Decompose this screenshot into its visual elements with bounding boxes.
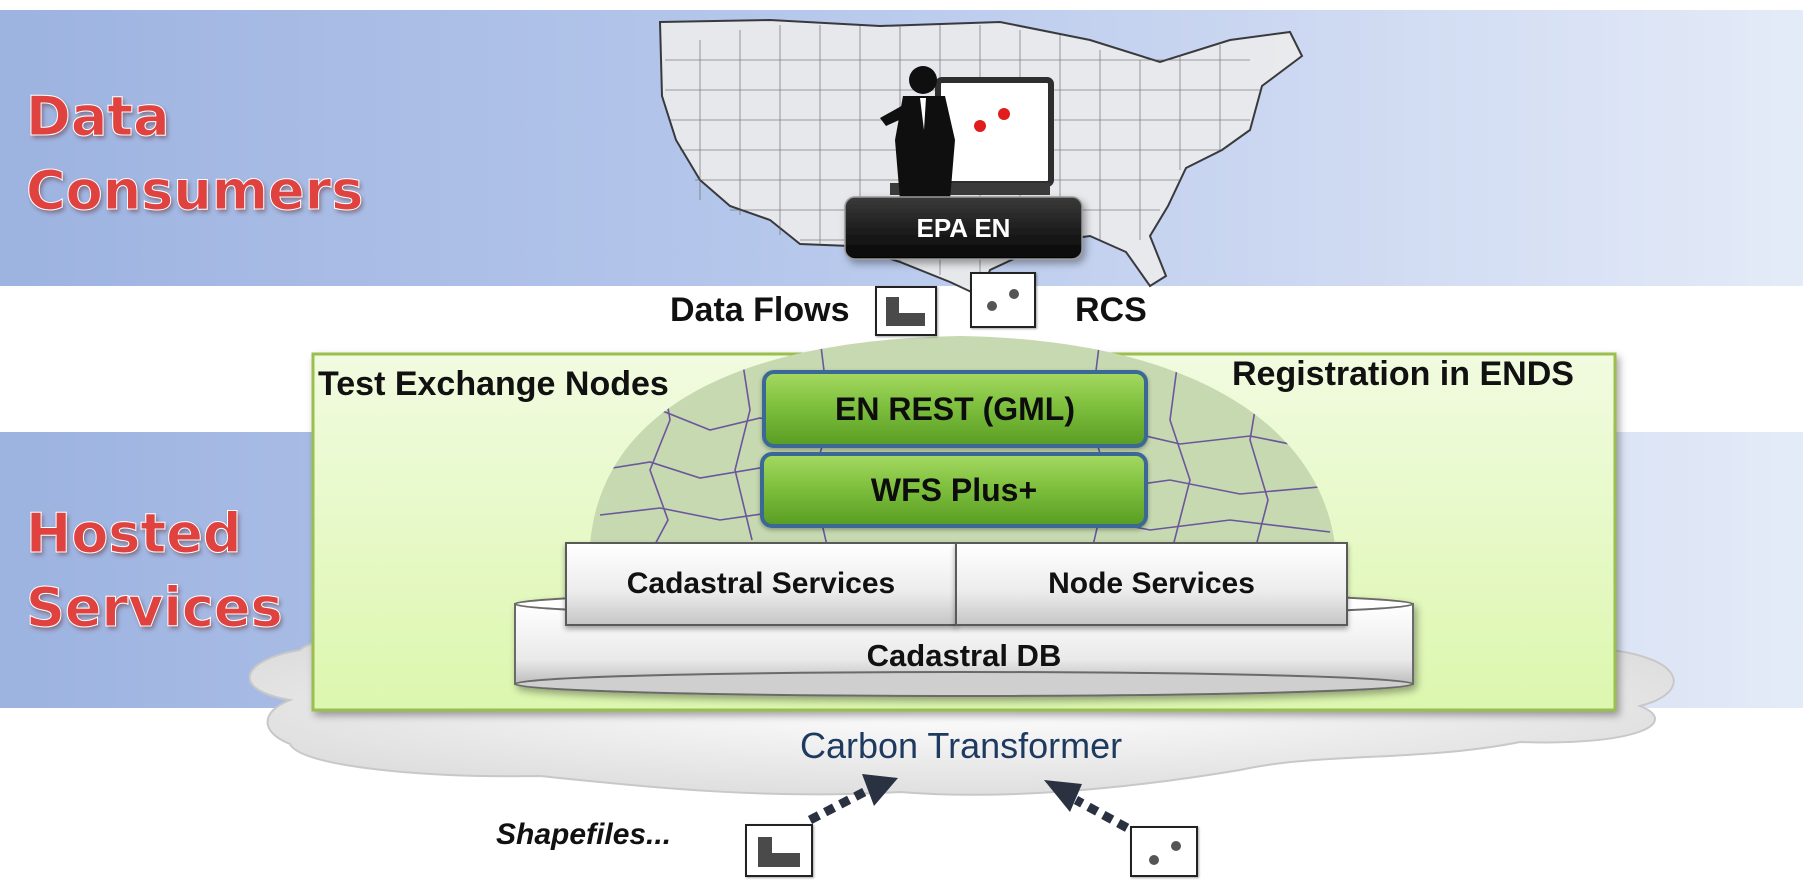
presenter-icon xyxy=(880,66,1054,200)
test-exchange-nodes-label: Test Exchange Nodes xyxy=(318,365,669,403)
en-rest-gml-box: EN REST (GML) xyxy=(762,370,1148,448)
hosted-services-label: Hosted Services xyxy=(26,502,284,640)
shapefiles-label: Shapefiles... xyxy=(496,818,672,851)
shapefile-icon xyxy=(875,286,937,336)
data-consumers-label: Data Consumers xyxy=(25,85,364,223)
registration-ends-label: Registration in ENDS xyxy=(1232,355,1574,393)
en-rest-gml-label: EN REST (GML) xyxy=(835,390,1075,427)
epa-en-label: EPA EN xyxy=(916,213,1011,243)
cadastral-db-label: Cadastral DB xyxy=(866,638,1062,673)
wfs-plus-label: WFS Plus+ xyxy=(870,471,1038,508)
arrow-icon xyxy=(1044,780,1145,840)
carbon-transformer-label: Carbon Transformer xyxy=(800,725,1123,766)
rcs-dots-icon xyxy=(970,272,1036,328)
arrow-icon xyxy=(807,774,898,824)
shapefile-icon xyxy=(745,824,813,877)
rcs-label: RCS xyxy=(1075,291,1147,329)
rcs-dots-icon xyxy=(1130,826,1198,877)
node-services-box: Node Services xyxy=(955,542,1348,626)
node-services-label: Node Services xyxy=(1048,567,1255,600)
wfs-plus-box: WFS Plus+ xyxy=(760,452,1148,528)
cadastral-services-box: Cadastral Services xyxy=(565,542,957,626)
epa-plaque xyxy=(844,196,1083,260)
cadastral-services-label: Cadastral Services xyxy=(626,567,896,600)
data-flows-label: Data Flows xyxy=(670,291,850,329)
